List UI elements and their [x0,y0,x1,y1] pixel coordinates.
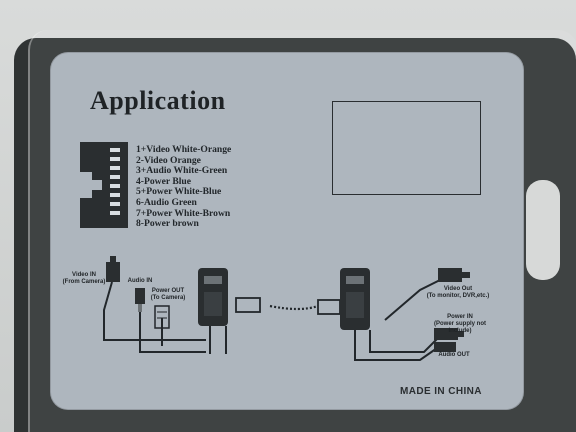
video-out-text: Video Out [443,286,473,292]
hang-hole [526,180,560,280]
balun-transceiver-icon [198,268,228,326]
pinout-item: 6-Audio Green [136,196,197,208]
video-out-subtext: (To monitor, DVR,etc.) [426,293,490,299]
power-in-text: Power IN [447,314,473,320]
dc-power-plug-icon [434,328,464,340]
rca-audio-plug-icon [434,342,456,352]
power-in-subtext: (Power supply not include) [433,321,486,334]
pinout-item: 8-Power brown [136,218,199,230]
video-in-text: Video IN [72,272,96,278]
pinout-item: 7+Power White-Brown [136,207,231,219]
power-in-label: Power IN (Power supply not include) [424,314,496,335]
power-out-label: Power OUT (To Camera) [140,288,196,302]
video-out-label: Video Out (To monitor, DVR,etc.) [420,286,496,300]
pinout-item: 2-Video Orange [136,154,201,166]
power-out-text: Power OUT [151,288,185,294]
power-out-subtext: (To Camera) [150,295,186,301]
pinout-item: 1+Video White-Orange [136,144,232,155]
dc-power-plug-icon [154,305,170,329]
video-in-label: Video IN (From Camera) [58,272,110,286]
rj45-connector-icon [80,142,128,228]
rca-audio-plug-icon [135,288,145,312]
audio-in-label: Audio IN [127,278,153,284]
made-in-label: MADE IN CHINA [400,386,482,397]
video-in-subtext: (From Camera) [62,279,106,285]
card-title: Application [90,86,226,115]
rj45-plug-icon [235,297,341,315]
balun-transceiver-icon [340,268,370,330]
audio-out-label: Audio OUT [438,352,470,358]
pinout-item: 3+Audio White-Green [136,165,228,177]
pinout-item: 5+Power White-Blue [136,186,222,198]
empty-image-box [332,101,481,195]
bnc-connector-icon [438,268,470,282]
pinout-item: 4-Power Blue [136,175,191,187]
bnc-connector-icon [106,256,120,282]
pinout-list: 1+Video White-Orange 2-Video Orange 3+Au… [136,144,232,230]
